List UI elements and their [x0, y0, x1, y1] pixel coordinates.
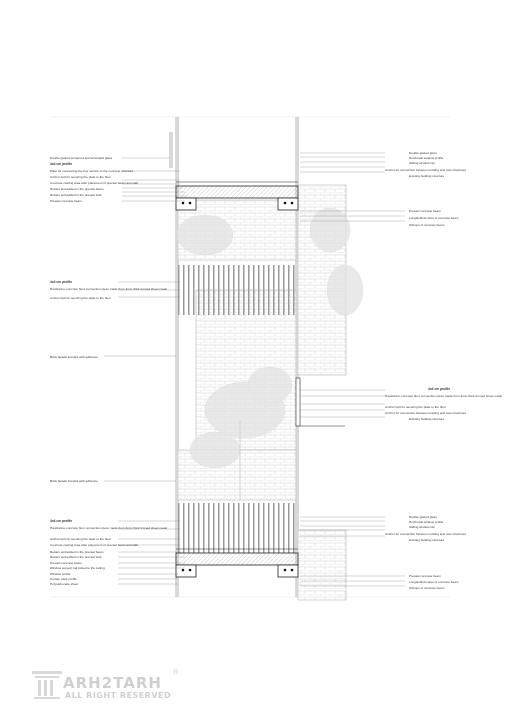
leader-lines: [104, 152, 405, 587]
bottom-slab: [175, 548, 299, 578]
note: Handrail-to-concrete floor connection pi…: [50, 526, 167, 530]
watermark-subtitle: ALL RIGHT RESERVED: [65, 691, 172, 700]
note: 4x4 cm profile: [50, 280, 72, 284]
note: Horizontal window profile: [409, 156, 444, 160]
annotations-facade-2: Brick facade bonded with adhesive: [50, 479, 98, 483]
note: Stirrups of concrete beam: [409, 586, 445, 590]
note: Rebars embedded in the precast slab: [50, 555, 102, 559]
note: Longitudinal rebar of concrete beam: [409, 580, 459, 584]
railing-2: [178, 503, 295, 553]
annotations-mid-right: 4x4 cm profile Handrail-to-concrete floo…: [385, 387, 502, 421]
note: Double glazed glass: [409, 151, 437, 155]
note: Sliding window rail: [409, 161, 435, 165]
note: Anchor for connection between existing a…: [385, 411, 466, 415]
annotations-top-right: Double glazed glass Horizontal window pr…: [385, 151, 466, 227]
level-lines: [50, 116, 450, 598]
annotations-mid-left: 4x4 cm profile Handrail-to-concrete floo…: [50, 280, 167, 359]
note: Handrail-to-concrete floor connection pi…: [50, 287, 167, 291]
mid-handrail-detail: [295, 377, 345, 427]
note: Curtain track profile: [50, 577, 77, 581]
note: Handrail-to-concrete floor connection pi…: [385, 394, 502, 398]
note: Anchor for connection between existing a…: [385, 168, 466, 172]
note: Plate for connecting the box section to …: [50, 169, 134, 173]
note: Precast concrete beam: [50, 561, 82, 565]
note: Double glazed tempered and laminated gla…: [50, 156, 113, 160]
note: Concrete casting area after placement of…: [50, 181, 138, 185]
note: Polycarbonate sheet: [50, 582, 78, 586]
note: Concrete casting area after placement of…: [50, 543, 138, 547]
note: Anchor bolt for securing the plate to th…: [50, 175, 111, 179]
note: 4x4 cm profile: [50, 519, 72, 523]
watermark-brand: ARH2TARH: [63, 674, 162, 692]
note: Sliding window rail: [409, 525, 435, 529]
note: Brick facade bonded with adhesive: [50, 479, 98, 483]
note: Window support rail bolted to the ceilin…: [50, 566, 105, 570]
note: Brick facade bonded with adhesive: [50, 355, 98, 359]
note: Rebars embedded in the precast beam: [50, 550, 104, 554]
note: Rebars embedded in the precast slab: [50, 193, 102, 197]
note: Window profile: [50, 572, 71, 576]
note: Anchor for connection between existing a…: [385, 532, 466, 536]
note: Existing building structure: [409, 538, 445, 542]
annotations-bottom-right: Double glazed glass Horizontal window pr…: [385, 515, 466, 590]
note: Stirrups of concrete beam: [409, 223, 445, 227]
note: Double glazed glass: [409, 515, 437, 519]
note: Rebars embedded in the precast beam: [50, 187, 104, 191]
annotations-bottom-left: 4x4 cm profile Handrail-to-concrete floo…: [50, 519, 167, 586]
note: 4x4 cm profile: [428, 387, 450, 391]
note: Longitudinal rebar of concrete beam: [409, 216, 459, 220]
tree-illustration: [176, 207, 364, 500]
note: Anchor bolt for securing the plate to th…: [385, 405, 446, 409]
note: Precast concrete beam: [409, 209, 441, 213]
top-slab: [175, 181, 299, 211]
watermark-logo-icon: [32, 671, 62, 699]
note: Horizontal window profile: [409, 520, 444, 524]
note: Existing building structure: [409, 174, 445, 178]
note: Existing building structure: [409, 417, 445, 421]
existing-wall-bottom: [297, 529, 347, 601]
annotations-top-left: Double glazed tempered and laminated gla…: [50, 156, 138, 203]
note: 4x4 cm profile: [50, 162, 72, 166]
note: Anchor bolt for securing the plate to th…: [50, 296, 111, 300]
registered-icon: ®: [172, 668, 179, 676]
note: Anchor bolt for securing the plate to th…: [50, 537, 111, 541]
note: Precast concrete beam: [50, 199, 82, 203]
note: Precast concrete beam: [409, 574, 441, 578]
